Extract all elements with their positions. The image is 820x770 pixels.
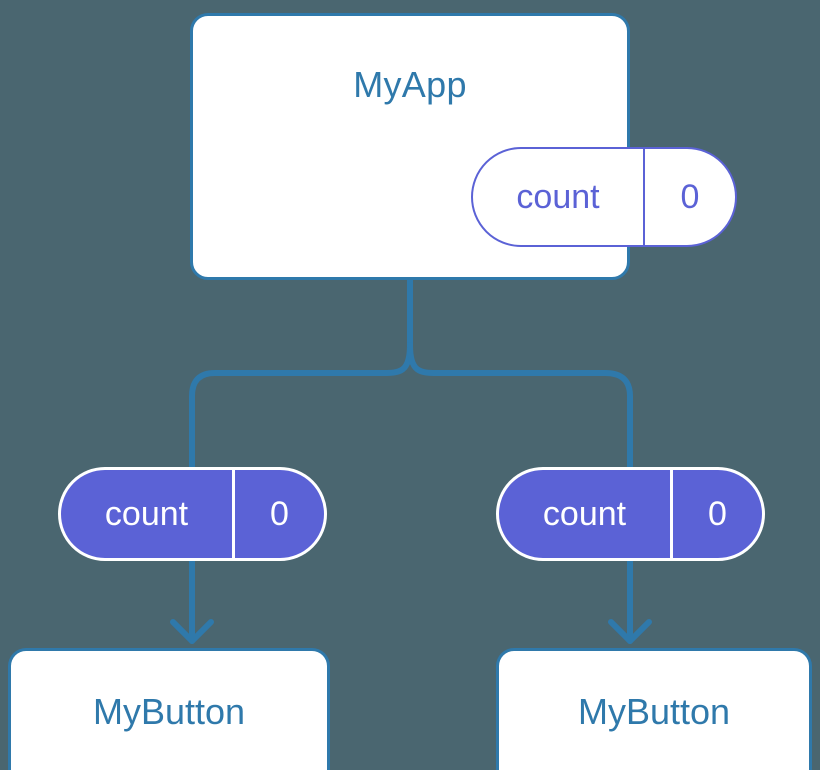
state-key-label: count xyxy=(61,470,235,558)
component-card-right-button[interactable]: MyButton xyxy=(496,648,812,770)
state-value-label: 0 xyxy=(708,495,727,533)
state-key-label: count xyxy=(473,149,645,245)
state-key-label: count xyxy=(499,470,673,558)
connector-left-branch xyxy=(189,342,413,470)
state-pill-root[interactable]: count 0 xyxy=(471,147,737,247)
left-arrowhead-icon xyxy=(170,619,214,644)
component-card-root[interactable]: MyApp count 0 xyxy=(190,13,737,280)
state-value-label: 0 xyxy=(680,178,700,216)
component-title: MyButton xyxy=(92,691,246,732)
component-title: MyButton xyxy=(577,691,731,732)
connector-right-branch xyxy=(407,342,633,470)
right-arrowhead-icon xyxy=(608,619,652,644)
state-value-label: 0 xyxy=(270,495,289,533)
component-card-left-button[interactable]: MyButton xyxy=(8,648,330,770)
page-title: MyApp xyxy=(353,64,467,105)
state-pill-right[interactable]: count 0 xyxy=(496,467,765,561)
state-pill-left[interactable]: count 0 xyxy=(58,467,327,561)
